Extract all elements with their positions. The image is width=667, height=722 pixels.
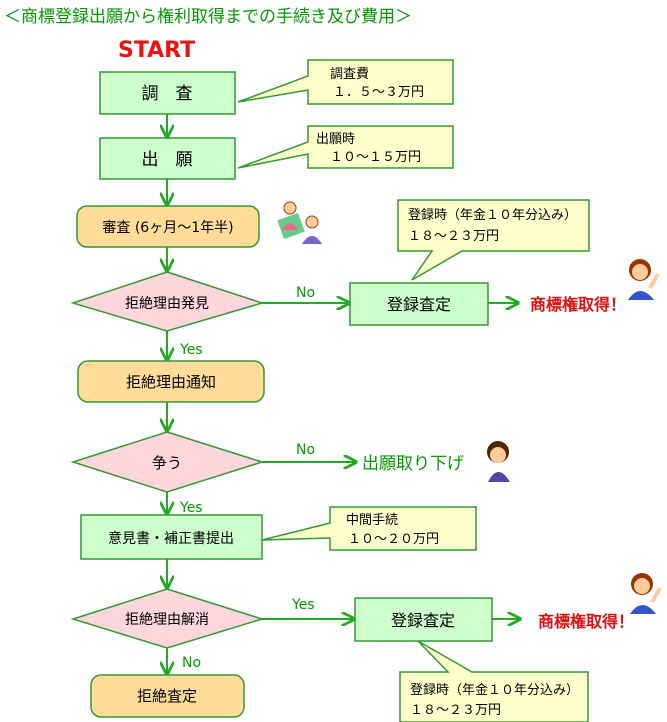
- filing-fee-value: １０～１５万円: [330, 150, 421, 165]
- refusal-resolved-label: 拒絶理由解消: [125, 612, 209, 628]
- survey-label: 調 査: [142, 84, 193, 104]
- survey-box: 調 査: [99, 71, 236, 115]
- happy-person-icon-2: [630, 573, 662, 614]
- start-label: START: [118, 38, 195, 63]
- no-label-3: No: [182, 655, 201, 671]
- connectors: [167, 114, 520, 674]
- callout-survey-fee: 調査費 １．５～３万円: [237, 59, 454, 105]
- callout-intermediate-fee: 中間手続 １０～２０万円: [261, 506, 477, 551]
- refusal-found-diamond: 拒絶理由発見: [70, 271, 265, 332]
- dispute-label: 争う: [152, 454, 182, 472]
- filing-label: 出 願: [142, 150, 193, 170]
- survey-fee-value: １．５～３万円: [333, 85, 424, 100]
- registration-fee-1-value: １８～２３万円: [408, 229, 499, 244]
- registration-decision-2-box: 登録査定: [354, 597, 493, 642]
- consulting-people-icon: [277, 201, 322, 244]
- intermediate-fee-value: １０～２０万円: [348, 532, 439, 547]
- trademark-acquired-2: 商標権取得！: [538, 612, 634, 631]
- examination-box: 審査 (6ヶ月～1年半): [76, 205, 260, 248]
- yes-label-1: Yes: [179, 342, 203, 358]
- withdraw-label: 出願取り下げ: [362, 454, 464, 474]
- filing-fee-label: 出願時: [316, 132, 355, 147]
- registration-fee-2-label: 登録時（年金１０年分込み）: [410, 682, 579, 698]
- refusal-resolved-diamond: 拒絶理由解消: [70, 588, 265, 649]
- opinion-box: 意見書・補正書提出: [80, 514, 263, 560]
- no-label-2: No: [296, 442, 315, 458]
- registration-decision-1-label: 登録査定: [387, 295, 451, 314]
- intermediate-fee-label: 中間手続: [346, 513, 398, 528]
- no-label-1: No: [296, 285, 315, 301]
- examination-label: 審査 (6ヶ月～1年半): [102, 220, 233, 236]
- registration-decision-1-box: 登録査定: [349, 282, 489, 326]
- refusal-found-label: 拒絶理由発見: [125, 296, 209, 312]
- refusal-notice-box: 拒絶理由通知: [77, 360, 265, 403]
- opinion-label: 意見書・補正書提出: [108, 530, 234, 547]
- refusal-decision-label: 拒絶査定: [137, 687, 197, 705]
- callout-filing-fee: 出願時 １０～１５万円: [237, 125, 454, 169]
- callout-registration-fee-1: 登録時（年金１０年分込み） １８～２３万円: [397, 199, 590, 281]
- refusal-notice-label: 拒絶理由通知: [126, 373, 216, 391]
- yes-label-2: Yes: [179, 500, 203, 516]
- trademark-acquired-1: 商標権取得！: [530, 295, 626, 314]
- dispute-diamond: 争う: [70, 431, 265, 493]
- yes-label-3: Yes: [291, 597, 315, 613]
- registration-decision-2-label: 登録査定: [391, 611, 455, 630]
- registration-fee-2-value: １８～２３万円: [410, 703, 501, 718]
- happy-person-icon-1: [628, 259, 660, 300]
- registration-fee-1-label: 登録時（年金１０年分込み）: [408, 207, 577, 223]
- callout-registration-fee-2: 登録時（年金１０年分込み） １８～２３万円: [399, 640, 589, 722]
- page-title: ＜商標登録出願から権利取得までの手続き及び費用＞: [4, 7, 412, 27]
- sad-person-icon: [487, 441, 510, 482]
- refusal-decision-box: 拒絶査定: [90, 674, 245, 718]
- survey-fee-label: 調査費: [330, 67, 369, 82]
- filing-box: 出 願: [99, 137, 236, 180]
